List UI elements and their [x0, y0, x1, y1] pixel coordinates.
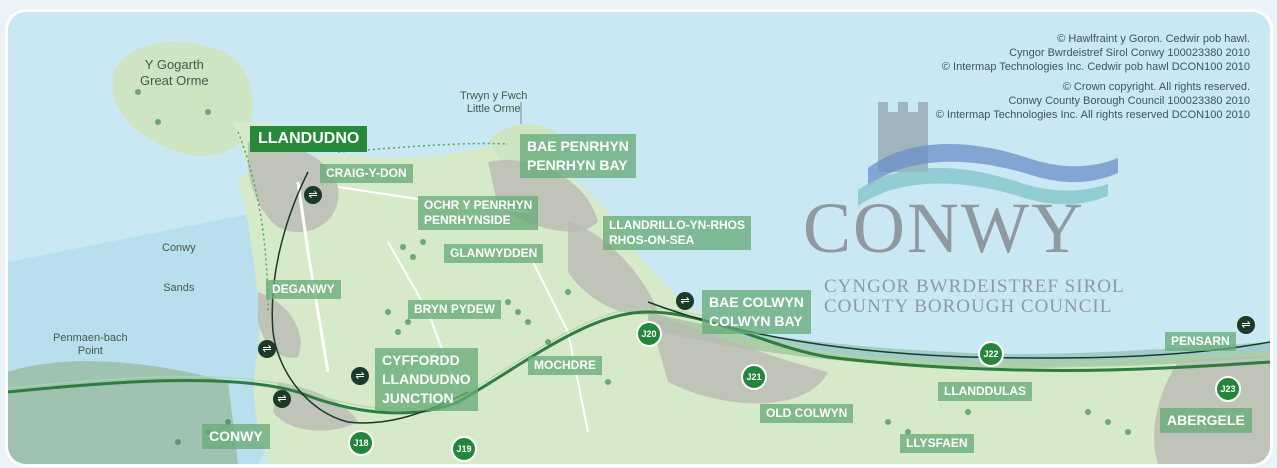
copyright-welsh-1: © Hawlfraint y Goron. Cedwir pob hawl.	[1057, 33, 1250, 45]
town-llandudno[interactable]: LLANDUDNO	[250, 126, 368, 152]
railway-station-icon[interactable]: ⇌	[304, 186, 322, 204]
copyright-english-2: Conwy County Borough Council 100023380 2…	[1008, 95, 1250, 107]
junction-j18[interactable]: J18	[348, 430, 374, 456]
copyright-welsh-3: © Intermap Technologies Inc. Cedwir pob …	[941, 61, 1250, 73]
copyright-welsh-2: Cyngor Bwrdeistref Sirol Conwy 100023380…	[1009, 47, 1250, 59]
town-bae-colwyn[interactable]: BAE COLWYN COLWYN BAY	[702, 290, 811, 334]
a55-expressway	[8, 310, 1270, 415]
town-ochr-y-penrhyn[interactable]: OCHR Y PENRHYN PENRHYNSIDE	[418, 196, 539, 230]
urban-llandudno	[248, 141, 339, 233]
a55-edge	[8, 307, 1270, 410]
great-orme-land	[113, 41, 253, 156]
town-craig-y-don[interactable]: CRAIG-Y-DON	[320, 164, 413, 183]
town-old-colwyn[interactable]: OLD COLWYN	[760, 404, 854, 423]
town-pensarn[interactable]: PENSARN	[1165, 332, 1236, 351]
railway-station-icon[interactable]: ⇌	[351, 367, 369, 385]
label-great-orme: Y Gogarth Great Orme	[140, 57, 209, 88]
town-abergele[interactable]: ABERGELE	[1160, 408, 1252, 433]
label-penmaen-bach: Penmaen-bach Point	[53, 332, 128, 357]
railway-station-icon[interactable]: ⇌	[1237, 316, 1255, 334]
urban-rhos-on-sea	[568, 222, 658, 315]
logo-council-english: COUNTY BOROUGH COUNCIL	[824, 296, 1113, 317]
junction-j23[interactable]: J23	[1215, 376, 1241, 402]
junction-j20[interactable]: J20	[636, 321, 662, 347]
town-cyffordd-llandudno[interactable]: CYFFORDD LLANDUDNO JUNCTION	[375, 348, 478, 411]
junction-j22[interactable]: J22	[978, 341, 1004, 367]
railway-branch	[271, 171, 469, 424]
junction-j19[interactable]: J19	[451, 436, 477, 462]
railway-station-icon[interactable]: ⇌	[676, 292, 694, 310]
label-little-orme: Trwyn y Fwch Little Orme	[460, 90, 528, 115]
railway-station-icon[interactable]: ⇌	[258, 340, 276, 358]
town-deganwy[interactable]: DEGANWY	[266, 280, 341, 299]
town-llanddulas[interactable]: LLANDDULAS	[938, 382, 1032, 401]
coast-path-west	[237, 131, 269, 313]
town-glanwydden[interactable]: GLANWYDDEN	[444, 244, 544, 263]
label-conwy-sands: Conwy Sands	[162, 242, 196, 294]
town-llandrillo-yn-rhos[interactable]: LLANDRILLO-YN-RHOS RHOS-ON-SEA	[603, 216, 751, 250]
copyright-english-3: © Intermap Technologies Inc. All rights …	[935, 109, 1250, 121]
logo-wordmark: CONWY	[803, 188, 1085, 268]
map-frame[interactable]: © Hawlfraint y Goron. Cedwir pob hawl. C…	[8, 12, 1270, 464]
town-bae-penrhyn[interactable]: BAE PENRHYN PENRHYN BAY	[520, 134, 636, 178]
logo-council-welsh: CYNGOR BWRDEISTREF SIROL	[824, 276, 1125, 297]
town-mochdre[interactable]: MOCHDRE	[528, 356, 602, 375]
town-llysfaen[interactable]: LLYSFAEN	[900, 434, 974, 453]
conwy-logo-emblem	[858, 102, 1118, 206]
coastal-strip	[648, 312, 1270, 368]
urban-colwyn-bay	[648, 312, 828, 404]
junction-j21[interactable]: J21	[741, 364, 767, 390]
town-bryn-pydew[interactable]: BRYN PYDEW	[408, 300, 501, 319]
town-conwy[interactable]: CONWY	[202, 424, 270, 449]
woodland	[135, 89, 1131, 445]
wave-teal-icon	[858, 167, 1108, 206]
copyright-english-1: © Crown copyright. All rights reserved.	[1062, 81, 1250, 93]
railway-station-icon[interactable]: ⇌	[273, 390, 291, 408]
wave-blue-icon	[868, 144, 1118, 186]
copyright-notice: © Hawlfraint y Goron. Cedwir pob hawl. C…	[936, 32, 1250, 122]
